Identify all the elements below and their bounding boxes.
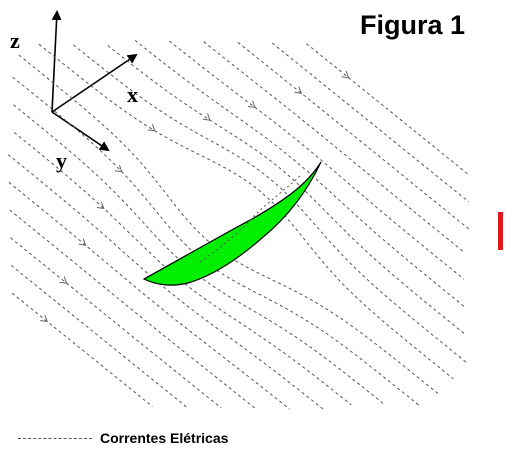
coordinate-axes	[51, 10, 138, 152]
x-axis-arrow	[51, 53, 138, 113]
figure-title: Figura 1	[360, 10, 466, 40]
flow-arrow	[78, 238, 87, 246]
current-line	[7, 154, 325, 411]
current-line	[306, 43, 469, 175]
flow-arrow	[247, 100, 256, 109]
flow-arrow	[341, 70, 350, 79]
current-line	[12, 76, 421, 407]
flow-arrow	[202, 113, 211, 121]
flow-arrow	[114, 164, 123, 173]
current-line	[237, 41, 470, 230]
current-line	[134, 40, 466, 308]
current-line	[9, 209, 256, 409]
z-axis-arrow	[51, 10, 62, 113]
flow-arrow	[96, 201, 105, 210]
legend-label: Correntes Elétricas	[100, 430, 229, 446]
current-line	[8, 181, 290, 410]
current-line	[38, 43, 454, 380]
x-axis-label: x	[127, 82, 138, 107]
current-line	[11, 292, 153, 407]
current-line	[107, 45, 467, 336]
red-accent-mark	[498, 212, 503, 250]
legend-dashed-line-sample	[18, 437, 92, 439]
current-line	[73, 44, 467, 363]
electric-current-lines	[7, 40, 470, 411]
flow-arrow	[59, 276, 68, 284]
current-line	[18, 54, 441, 396]
y-axis-arrow	[51, 111, 110, 152]
z-axis-label: z	[10, 28, 20, 53]
current-line	[203, 41, 464, 252]
flow-arrow	[147, 124, 156, 132]
legend: Correntes Elétricas	[18, 426, 228, 450]
y-axis-label: y	[56, 148, 67, 173]
green-conductive-body	[142, 161, 322, 286]
current-line	[10, 265, 188, 408]
flow-arrow	[40, 314, 48, 323]
flow-arrow	[294, 86, 303, 94]
current-line	[271, 42, 470, 203]
current-direction-arrows	[40, 70, 350, 323]
